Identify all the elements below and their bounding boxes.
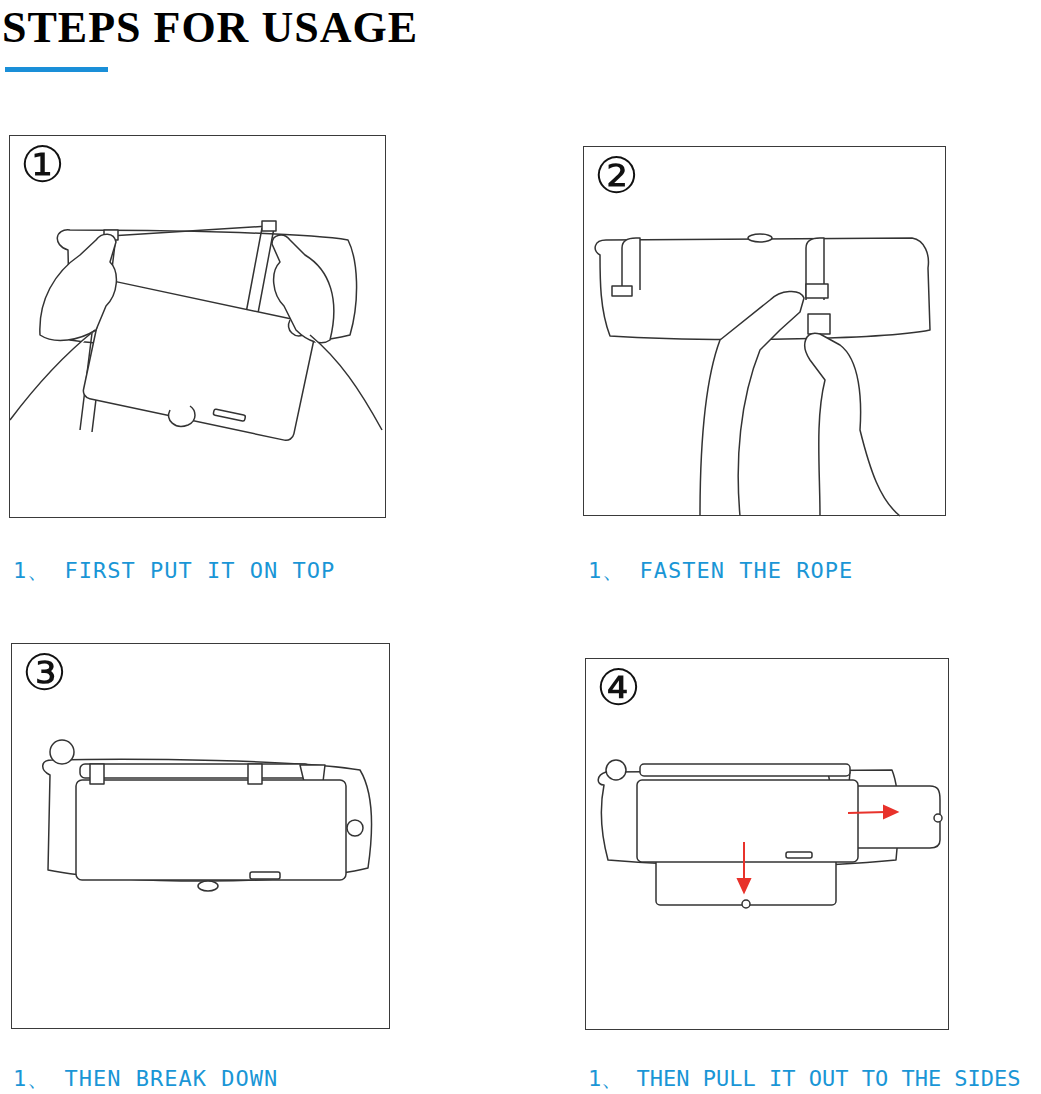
step1-figure	[10, 221, 382, 442]
step-caption: 1、 THEN PULL IT OUT TO THE SIDES	[588, 1067, 1021, 1091]
step-panel: ③1、 THEN BREAK DOWN	[11, 643, 390, 1029]
pull-arrows	[738, 806, 897, 892]
step-number: ④	[596, 663, 641, 713]
step4-figure	[598, 760, 942, 908]
step2-figure	[595, 234, 930, 516]
step-number: ①	[20, 140, 65, 190]
step-caption: 1、 FIRST PUT IT ON TOP	[13, 559, 335, 583]
step3-figure	[43, 740, 372, 891]
step-panel: ④1、 THEN PULL IT OUT TO THE SIDES	[585, 658, 949, 1030]
step-number: ③	[22, 648, 67, 698]
step-caption: 1、 FASTEN THE ROPE	[588, 559, 853, 583]
title-underline	[5, 67, 108, 72]
step-number: ②	[594, 151, 639, 201]
step-panel: ②1、 FASTEN THE ROPE	[583, 146, 946, 516]
step-panel: ①1、 FIRST PUT IT ON TOP	[9, 135, 386, 518]
page-title: STEPS FOR USAGE	[2, 2, 418, 53]
step-caption: 1、 THEN BREAK DOWN	[13, 1067, 278, 1091]
